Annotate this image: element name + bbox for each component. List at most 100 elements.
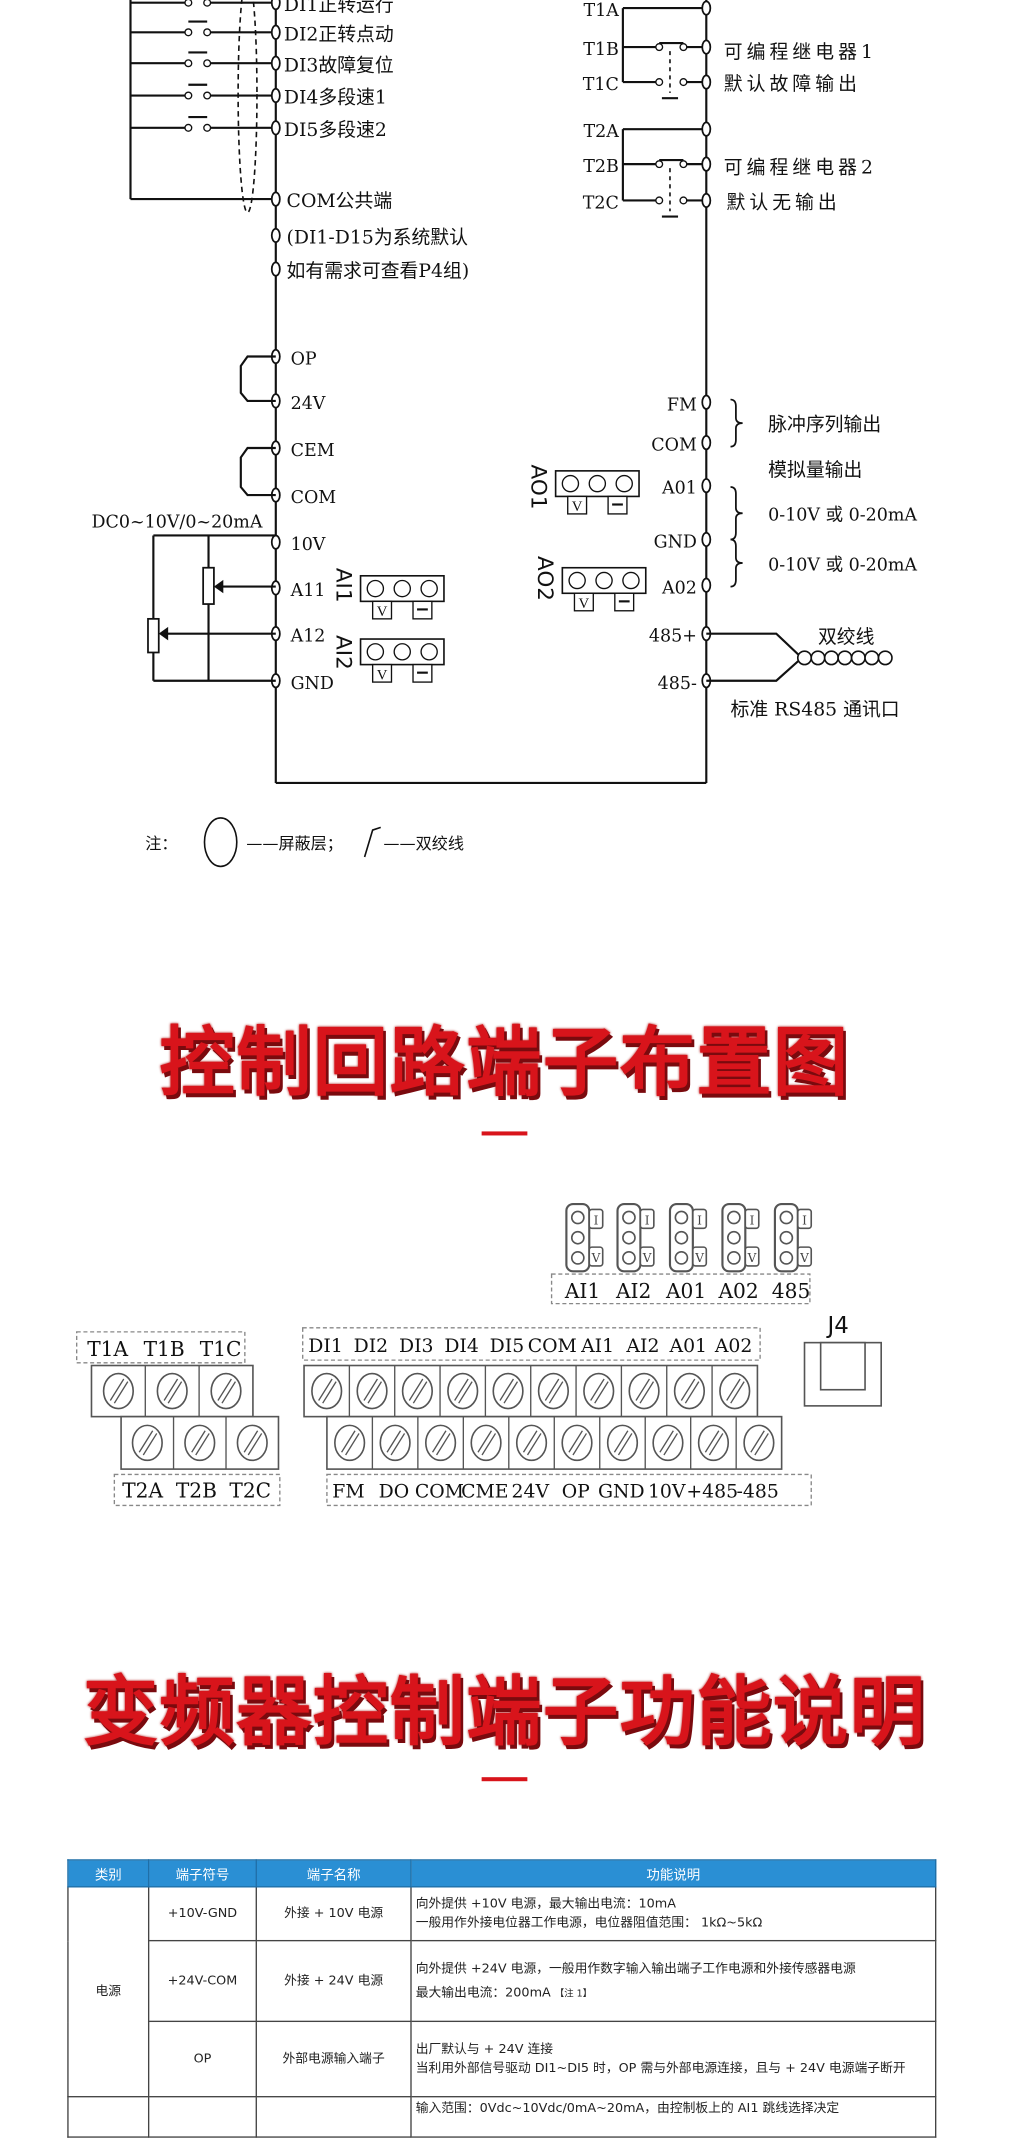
screw-slot (138, 1430, 154, 1453)
relay-bottom-label-frame (113, 1473, 281, 1507)
jumper-label: A01 (665, 1279, 706, 1303)
relay-label: T2B (583, 157, 619, 177)
rs485-label: 标准 RS485 通讯口 (731, 699, 900, 721)
switch-contact-icon (203, 123, 212, 132)
screw-slot (572, 1433, 587, 1456)
screw-slot (754, 1433, 769, 1456)
name-cell: 外接 + 10V 电源 (255, 1886, 412, 1942)
screw-slot (113, 1381, 129, 1404)
terminal-label: 10V (291, 535, 326, 555)
screw-slot (390, 1433, 406, 1456)
terminal-icon (270, 534, 281, 550)
main-top-label: A02 (714, 1336, 753, 1357)
jumper-mark-i: I (594, 1213, 599, 1227)
relay-label: T1A (583, 1, 619, 21)
screw-slot (708, 1433, 724, 1456)
screw-slot (750, 1430, 765, 1453)
terminal-label: A12 (290, 627, 326, 647)
main-top-label: AI2 (625, 1336, 659, 1357)
jumper-pin-icon (366, 643, 385, 661)
screw-slot (454, 1378, 469, 1401)
screw-slot (726, 1378, 741, 1401)
function-title: 变频器控制端子功能说明 (82, 1669, 927, 1758)
terminal-icon (270, 87, 281, 104)
screw-slot (195, 1433, 210, 1456)
jumper-pin-icon (727, 1230, 741, 1245)
screw-slot (217, 1378, 232, 1401)
layout-title: 控制回路端子布置图 (159, 1019, 850, 1108)
screw-icon (424, 1424, 457, 1462)
jumper-label: A02 (717, 1279, 758, 1303)
brace-icon (730, 486, 743, 541)
screw-slot (163, 1378, 179, 1401)
di-label-4: DI4多段速1 (284, 87, 387, 109)
arrow-icon (158, 626, 169, 641)
terminal-label: A02 (661, 578, 697, 598)
screw-slot (730, 1381, 745, 1404)
di-note: 如有需求可查看P4组) (287, 260, 470, 282)
legend-note: 注： (145, 834, 177, 853)
screw-slot (522, 1430, 538, 1453)
main-top-label: DI2 (354, 1336, 389, 1357)
main-bottom-label: 10V (648, 1481, 686, 1502)
main-top-label: DI3 (399, 1336, 434, 1357)
terminal-label: A01 (661, 479, 697, 499)
screw-icon (652, 1424, 684, 1462)
switch-contact-icon (203, 59, 212, 68)
terminal-label: OP (291, 350, 317, 370)
screw-slot (167, 1381, 183, 1404)
header-name: 端子名称 (255, 1859, 412, 1888)
main-top-label: AI1 (580, 1336, 614, 1357)
relay-contact-icon (655, 78, 664, 87)
main-bottom-label: DO (379, 1481, 410, 1502)
desc-cell: 输入范围：0Vdc~10Vdc/0mA~20mA，由控制板上的 AI1 跳线选择… (410, 2096, 937, 2138)
jumper-pin-icon (588, 474, 607, 493)
jumper-pin-icon (674, 1210, 689, 1225)
relay-label: T1B (583, 40, 619, 60)
terminal-icon (701, 478, 712, 494)
screw-icon (184, 1424, 216, 1462)
relay2-default: 默认无输出 (726, 192, 840, 214)
main-bottom-label: FM (332, 1481, 364, 1502)
terminal-icon (270, 261, 281, 277)
screw-slot (431, 1430, 447, 1453)
screw-icon (719, 1372, 751, 1410)
main-top-label-frame (302, 1327, 761, 1361)
terminal-label: 485+ (649, 627, 697, 647)
screw-icon (743, 1424, 775, 1462)
table-header-row: 类别 端子符号 端子名称 功能说明 (67, 1859, 937, 1888)
jumper-tab (796, 1246, 813, 1267)
title-divider (481, 1131, 528, 1136)
relay2-name: 可编程继电器2 (724, 157, 877, 179)
di-label-3: DI3故障复位 (284, 54, 394, 76)
table-row: 电源 +10V-GND 外接 + 10V 电源 向外提供 +10V 电源，最大输… (67, 1886, 937, 2098)
screw-slot (503, 1381, 519, 1404)
desc-line: 出厂默认与 + 24V 连接 (415, 2041, 554, 2057)
relay-label: T2A (583, 122, 619, 142)
terminal-icon (701, 39, 712, 55)
jumper-label: AI2 (615, 1279, 651, 1303)
jumper-pin-icon (561, 474, 580, 493)
jumper-mark-v: V (642, 1251, 652, 1265)
jumper-mark-box (371, 600, 393, 620)
switch-contact-icon (203, 0, 212, 7)
screw-icon (673, 1372, 706, 1410)
main-bottom-label: +485 (686, 1481, 738, 1502)
screw-slot (363, 1378, 379, 1401)
screw-slot (639, 1381, 655, 1404)
jumper-label: AO2 (532, 556, 557, 601)
desc-line: 最大输出电流：200mA (415, 1985, 551, 2000)
terminal-label: COM (291, 488, 337, 508)
jumper-label: AI2 (330, 635, 355, 670)
jumper-link (239, 446, 276, 497)
category-cell (67, 2096, 150, 2138)
header-category: 类别 (67, 1859, 150, 1888)
desc-line: 向外提供 +10V 电源，最大输出电流：10mA (415, 1896, 676, 1912)
jumper-tab (692, 1246, 708, 1267)
jumper-pin-icon (570, 1210, 585, 1225)
terminal-icon (270, 24, 281, 40)
jumper-pin-icon (568, 571, 586, 590)
screw-slot (345, 1433, 360, 1456)
jumper-mark-v: V (572, 499, 583, 515)
terminal-icon (270, 0, 281, 11)
